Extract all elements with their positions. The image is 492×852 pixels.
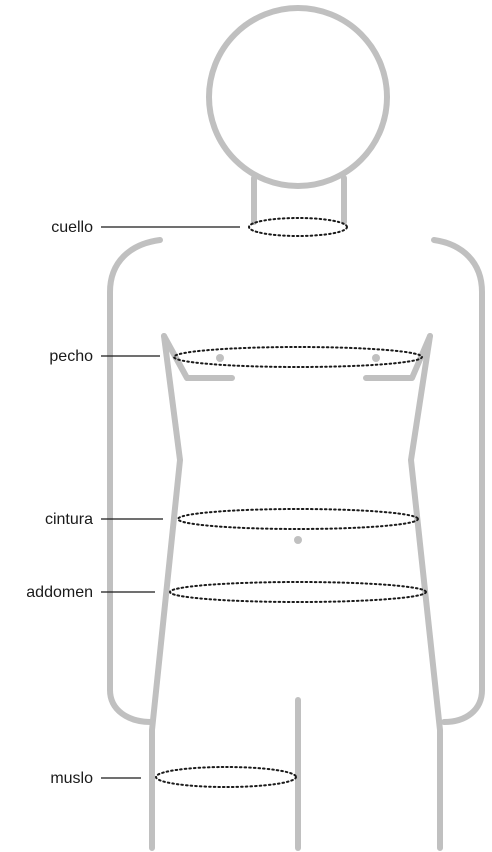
chest-label: pecho [49, 348, 93, 365]
thigh-measure-ellipse [155, 766, 297, 788]
neck-measure-ellipse [248, 217, 348, 237]
head-outline [206, 5, 390, 189]
abdomen-label: addomen [26, 584, 93, 601]
abdomen-measure-ellipse [169, 581, 427, 603]
thigh-label: muslo [50, 770, 93, 787]
measurement-labels: cuello pecho cintura addomen muslo [26, 219, 93, 787]
waist-label: cintura [45, 511, 93, 528]
navel-dot [294, 536, 302, 544]
torso-right-outline [408, 333, 443, 851]
chest-right-line [363, 333, 433, 381]
body-outline [107, 5, 485, 851]
chest-left-line [161, 333, 235, 381]
right-nipple-dot [372, 354, 380, 362]
chest-measure-ellipse [173, 346, 423, 368]
left-nipple-dot [216, 354, 224, 362]
leader-lines [101, 226, 240, 779]
left-arm-outline [107, 237, 163, 725]
right-arm-outline [431, 237, 485, 725]
waist-measure-ellipse [177, 508, 419, 530]
neck-label: cuello [51, 219, 93, 236]
torso-left-outline [149, 333, 183, 851]
body-dots [216, 354, 380, 544]
measurement-ellipses [155, 217, 427, 788]
